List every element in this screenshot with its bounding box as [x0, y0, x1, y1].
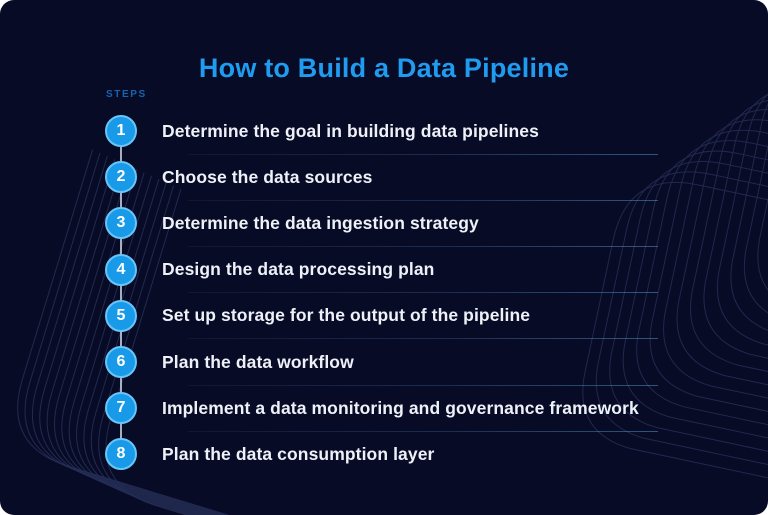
step-number: 1	[116, 122, 126, 140]
step-number-badge: 2	[105, 161, 137, 194]
step-row-5: 5 Set up storage for the output of the p…	[105, 293, 685, 340]
step-number-badge: 4	[105, 253, 137, 286]
step-number: 5	[116, 306, 126, 324]
step-row-3: 3 Determine the data ingestion strategy	[105, 200, 685, 248]
step-number-badge: 7	[105, 392, 137, 425]
step-number-badge: 5	[105, 299, 137, 332]
step-number: 2	[116, 168, 126, 186]
step-number: 4	[116, 260, 126, 278]
step-number: 3	[116, 214, 126, 232]
step-row-1: 1 Determine the goal in building data pi…	[105, 108, 685, 155]
step-text: Implement a data monitoring and governan…	[162, 397, 639, 418]
step-row-6: 6 Plan the data workflow	[105, 339, 685, 386]
step-number-badge: 3	[105, 207, 137, 240]
step-number-badge: 8	[105, 438, 137, 471]
step-text: Set up storage for the output of the pip…	[162, 305, 531, 326]
steps-list: 1 Determine the goal in building data pi…	[105, 108, 685, 478]
step-text: Choose the data sources	[162, 166, 373, 187]
step-text: Plan the data workflow	[162, 351, 354, 372]
step-row-4: 4 Design the data processing plan	[105, 247, 685, 294]
step-number-badge: 1	[105, 115, 137, 148]
step-row-2: 2 Choose the data sources	[105, 154, 685, 201]
step-number: 8	[116, 445, 126, 463]
step-number: 6	[116, 353, 126, 371]
page-title: How to Build a Data Pipeline	[198, 53, 570, 83]
steps-label: STEPS	[106, 89, 147, 100]
step-text: Design the data processing plan	[162, 259, 435, 280]
step-row-7: 7 Implement a data monitoring and govern…	[105, 385, 685, 432]
step-row-8: 8 Plan the data consumption layer	[105, 431, 685, 477]
step-text: Determine the data ingestion strategy	[162, 212, 479, 233]
step-text: Determine the goal in building data pipe…	[162, 120, 539, 141]
step-number-badge: 6	[105, 346, 137, 379]
step-text: Plan the data consumption layer	[162, 443, 435, 464]
step-number: 7	[116, 399, 126, 417]
